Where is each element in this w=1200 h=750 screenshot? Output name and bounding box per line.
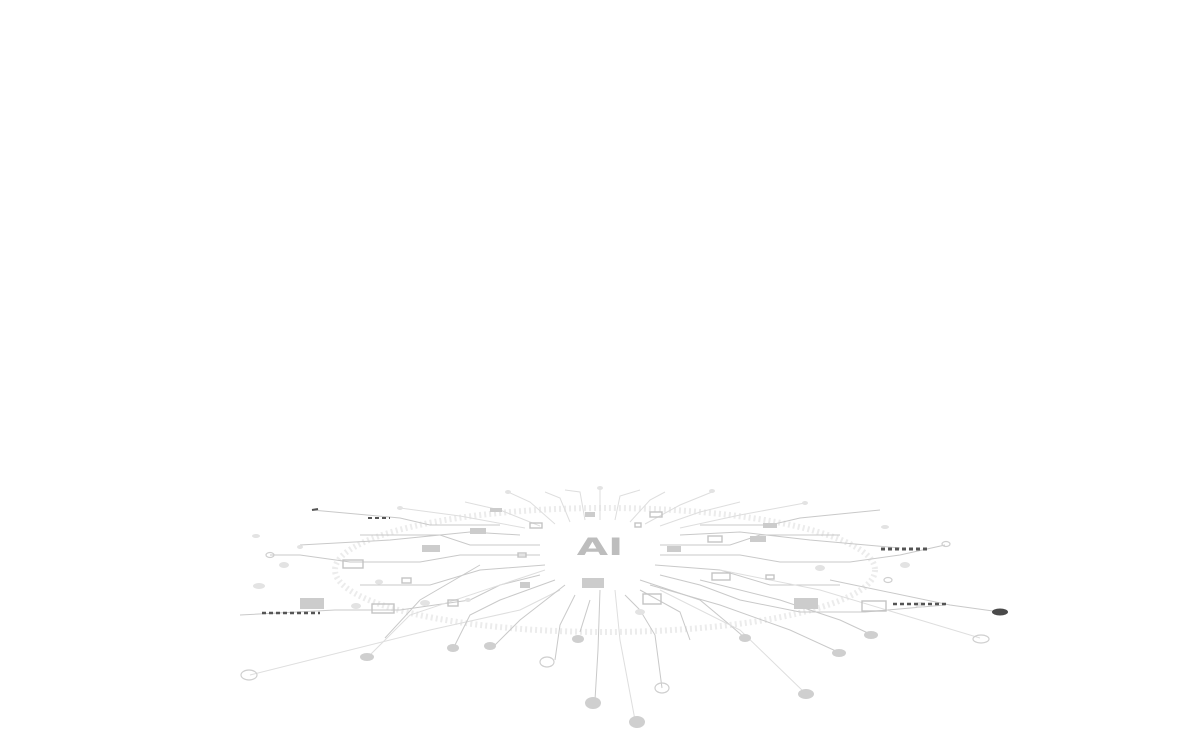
circuit-traces <box>239 488 1001 721</box>
dark-accents <box>262 508 1008 616</box>
circuit-chips <box>300 508 887 614</box>
ai-logo-text: AI <box>577 533 623 561</box>
outer-ring-arc <box>332 505 878 635</box>
circuit-pads <box>240 486 990 728</box>
